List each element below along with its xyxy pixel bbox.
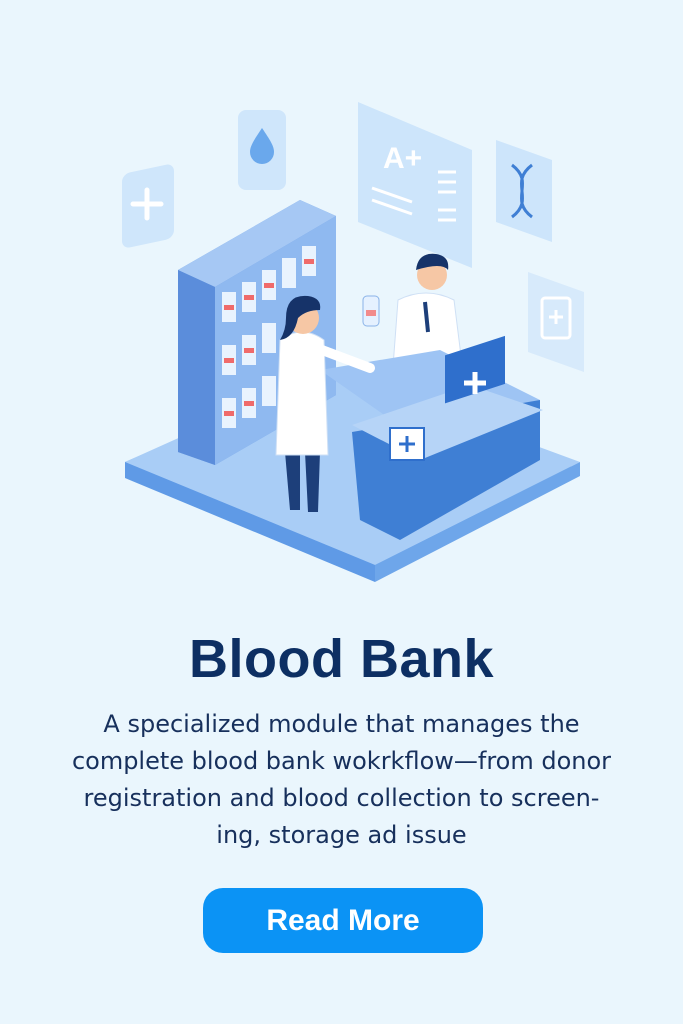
- description-line: registration and blood collection to scr…: [83, 784, 600, 812]
- module-description: A specialized module that manages the co…: [30, 706, 653, 854]
- blood-type-card: A+: [358, 102, 472, 268]
- read-more-button[interactable]: Read More: [203, 888, 483, 953]
- counter: [320, 335, 543, 540]
- page-title: Blood Bank: [188, 629, 494, 689]
- blood-drop-card-icon: [238, 110, 286, 190]
- clipboard-card-icon: [528, 272, 584, 372]
- dna-card-icon: [496, 140, 552, 242]
- description-line: ing, storage ad issue: [216, 821, 467, 849]
- description-line: complete blood bank wokrkflow—from donor: [71, 747, 612, 775]
- customer-figure: [275, 295, 375, 512]
- description-line: A specialized module that manages the: [103, 710, 580, 738]
- plus-card-icon: [122, 164, 174, 248]
- blood-bank-illustration: A+: [122, 102, 584, 582]
- blood-type-label: A+: [383, 142, 422, 175]
